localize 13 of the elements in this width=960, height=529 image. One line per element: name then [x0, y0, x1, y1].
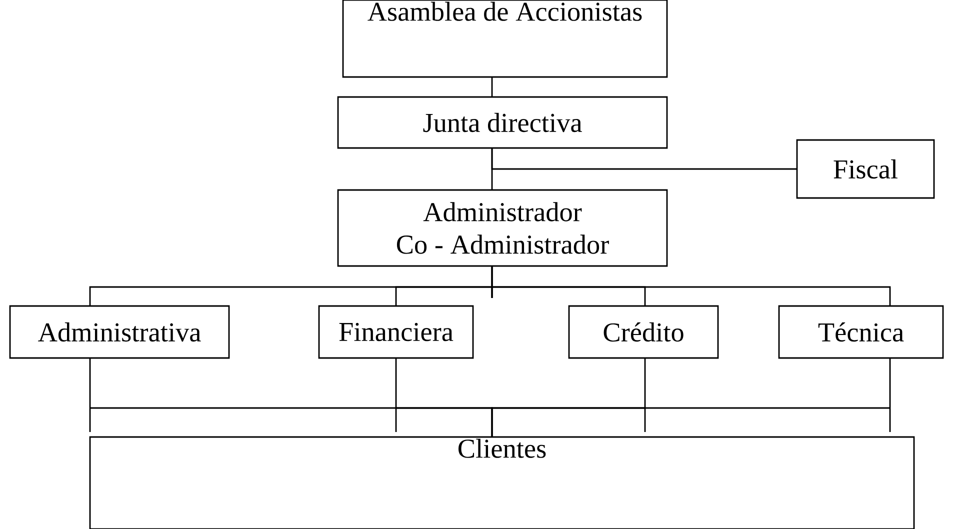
- org-box: Financiera: [318, 305, 474, 359]
- org-box: Junta directiva: [337, 96, 668, 149]
- connector-line: [491, 148, 493, 190]
- org-box: Técnica: [778, 305, 944, 359]
- org-box: Administrativa: [9, 305, 230, 359]
- org-box: Fiscal: [796, 139, 935, 199]
- org-box: Crédito: [568, 305, 719, 359]
- connector-line: [491, 77, 493, 97]
- org-box: Administrador Co - Administrador: [337, 189, 668, 267]
- connector-line: [491, 265, 891, 307]
- connector-line: [491, 357, 891, 438]
- org-box: Clientes: [89, 436, 915, 529]
- org-box: Asamblea de Accionistas: [342, 0, 668, 78]
